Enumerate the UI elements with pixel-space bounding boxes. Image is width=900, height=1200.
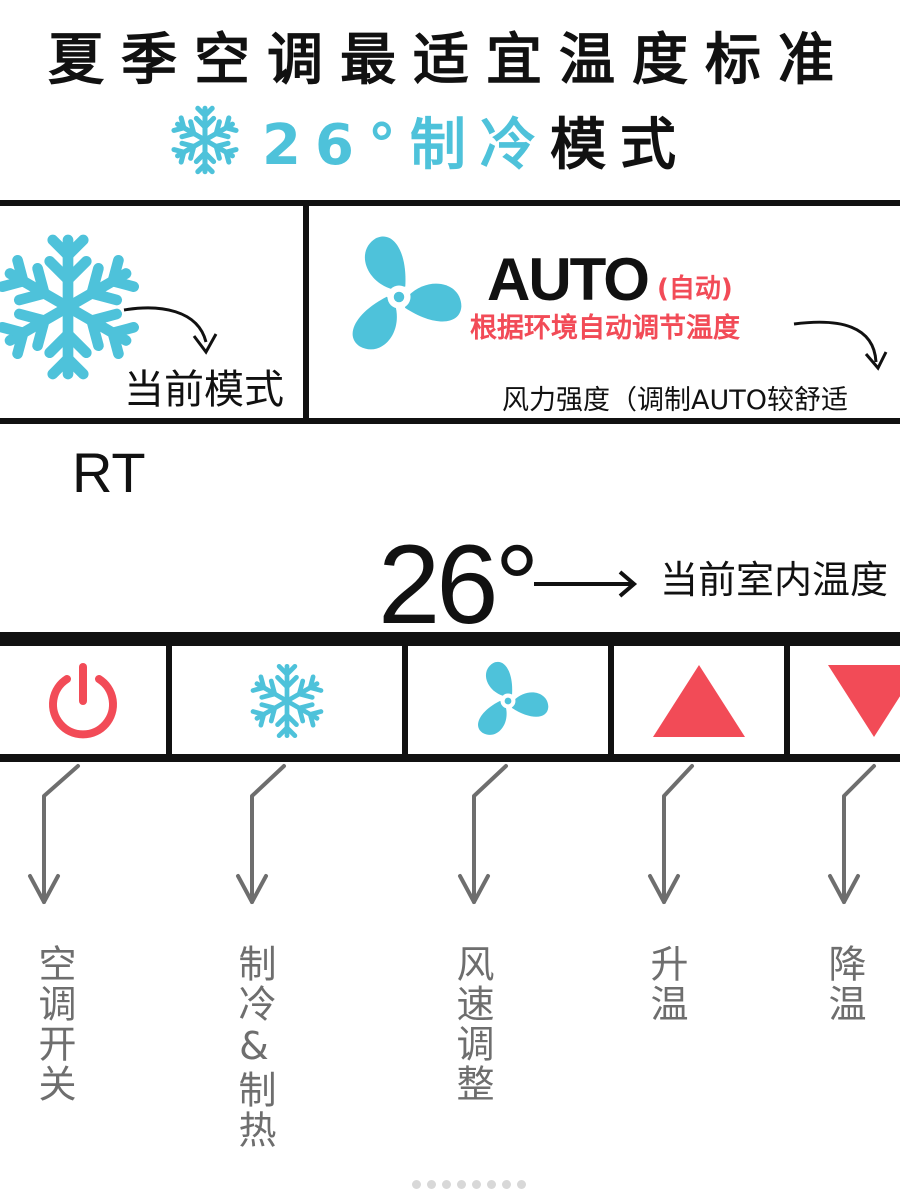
snowflake-icon (168, 104, 242, 176)
pointer-arrow (662, 764, 694, 904)
pointer-arrow (842, 764, 876, 904)
control-bar-bottom (0, 754, 900, 762)
auto-description: 根据环境自动调节温度 (470, 313, 740, 344)
curved-arrow-icon (793, 320, 888, 371)
control-bar-top (0, 632, 900, 646)
control-divider (402, 640, 408, 758)
temp-up-button[interactable] (614, 648, 784, 754)
pointer-arrow (472, 764, 508, 904)
control-divider (166, 640, 172, 758)
pointer-arrowhead (648, 874, 680, 904)
mode-button[interactable] (172, 648, 402, 754)
page-dot[interactable] (472, 1180, 481, 1189)
page-dot[interactable] (502, 1180, 511, 1189)
mode-button-label: 制冷&制热 (232, 944, 276, 1150)
pointer-arrowhead (828, 874, 860, 904)
fan-icon (343, 236, 464, 357)
rt-label: RT (72, 441, 146, 504)
power-button[interactable] (0, 648, 166, 754)
subtitle-highlight: 26°制冷 (262, 112, 550, 178)
temp-down-button-label: 降温 (822, 944, 866, 1024)
panel-top-border (0, 200, 900, 206)
control-divider (608, 640, 614, 758)
pointer-arrowhead (458, 874, 490, 904)
pointer-arrows (28, 764, 876, 904)
fan-speed-button-label: 风速调整 (450, 944, 494, 1104)
power-icon (49, 663, 117, 739)
pointer-arrowhead (28, 874, 60, 904)
page-dot[interactable] (412, 1180, 421, 1189)
page-dot[interactable] (487, 1180, 496, 1189)
current-mode-label: 当前模式 (124, 367, 284, 413)
auto-label: AUTO (487, 246, 650, 313)
fan-speed-button[interactable] (408, 648, 608, 754)
page-dot[interactable] (457, 1180, 466, 1189)
panel-bottom-border (0, 418, 900, 424)
power-button-label: 空调开关 (32, 944, 76, 1104)
panel-divider (303, 200, 309, 424)
pointer-arrow (42, 764, 80, 904)
subtitle-rest: 模式 (549, 112, 690, 178)
temperature-readout: 26° (378, 522, 539, 647)
pointer-arrow (250, 764, 286, 904)
page-indicator (412, 1180, 526, 1189)
auto-sub-label: (自动) (657, 274, 733, 304)
page-dot[interactable] (442, 1180, 451, 1189)
page-subtitle: 26°制冷 模式 (168, 104, 690, 178)
pointer-arrowhead (236, 874, 268, 904)
page-dot[interactable] (517, 1180, 526, 1189)
curved-arrow-icon (123, 306, 218, 355)
temperature-label: 当前室内温度 (660, 558, 889, 602)
control-divider (784, 640, 790, 758)
page-title: 夏季空调最适宜温度标准 (48, 28, 851, 93)
temp-down-button[interactable] (790, 648, 900, 754)
page-dot[interactable] (427, 1180, 436, 1189)
fan-icon (472, 661, 550, 740)
temp-up-button-label: 升温 (644, 944, 688, 1024)
snowflake-icon (246, 658, 328, 744)
right-arrow-icon (534, 570, 638, 598)
triangle-up-icon (653, 665, 745, 737)
triangle-down-icon (828, 665, 900, 737)
fan-strength-note: 风力强度（调制AUTO较舒适 (502, 385, 848, 416)
